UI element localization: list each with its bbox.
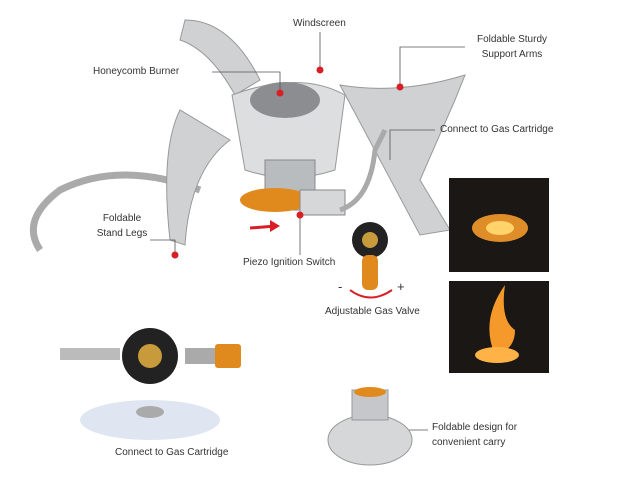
label-support-arms-line1: Foldable Sturdy (476, 34, 548, 45)
stove-main-image (29, 19, 466, 299)
label-connect-gas-bottom: Connect to Gas Cartridge (115, 447, 229, 458)
label-honeycomb-burner: Honeycomb Burner (93, 66, 180, 77)
label-windscreen: Windscreen (293, 18, 346, 29)
flame-photo-1 (449, 178, 549, 272)
label-support-arms-line2: Support Arms (481, 49, 543, 60)
label-adjustable-valve: Adjustable Gas Valve (325, 306, 420, 317)
connector-photo (60, 328, 241, 440)
label-plus: + (397, 279, 405, 294)
label-piezo-ignition: Piezo Ignition Switch (243, 257, 336, 268)
folded-stove-photo (327, 387, 413, 466)
label-connect-gas-top: Connect to Gas Cartridge (440, 124, 554, 135)
label-minus: - (338, 279, 343, 294)
label-foldable-line1: Foldable design for (432, 422, 518, 433)
flame-photo-2 (449, 281, 549, 373)
label-stand-legs-line1: Foldable (102, 213, 142, 224)
label-foldable-design: Foldable design for convenient carry (432, 420, 517, 450)
label-foldable-line2: convenient carry (432, 437, 506, 448)
label-stand-legs-line2: Stand Legs (96, 228, 148, 239)
